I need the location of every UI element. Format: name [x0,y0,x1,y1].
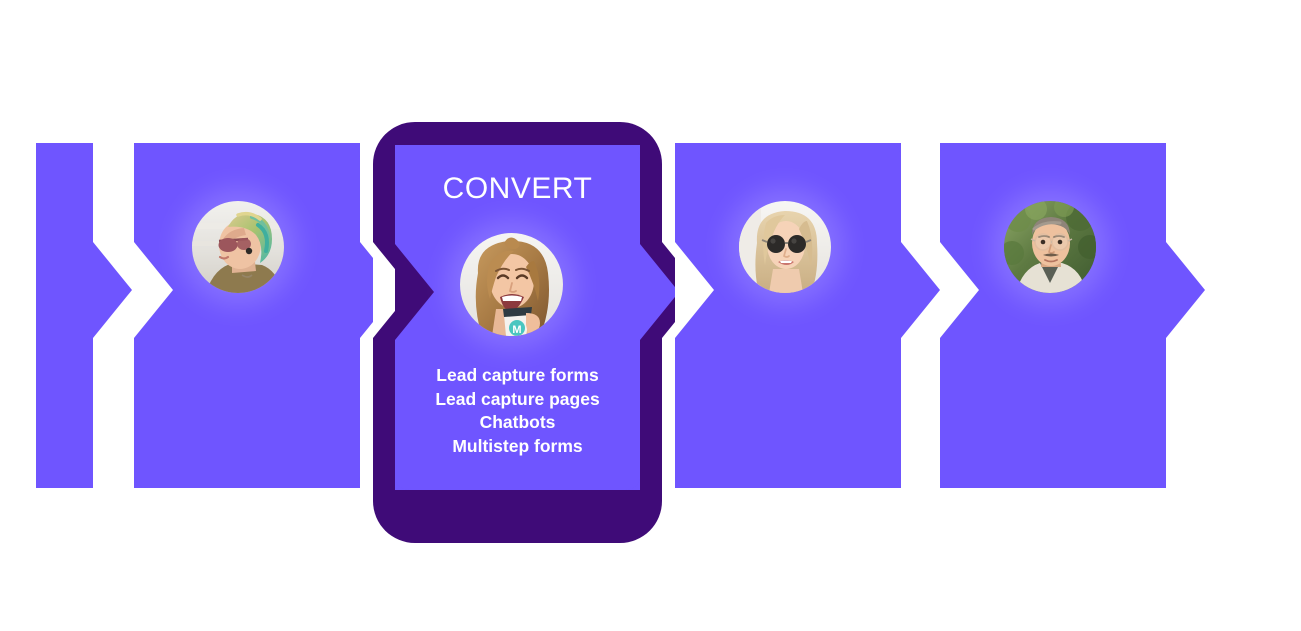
funnel-stage-3-highlight-frame[interactable]: CONVERT [373,122,701,543]
funnel-stage-5[interactable] [940,143,1205,488]
feature-item: Lead capture pages [435,388,600,409]
stage-5-notch-icon [940,242,979,338]
stage-1-arrow-icon [93,242,132,338]
avatar [1004,201,1096,293]
funnel-stage-2[interactable] [134,143,399,488]
stage-2-notch-icon [134,242,173,338]
funnel-stage-4[interactable] [675,143,940,488]
funnel-stage-3[interactable]: CONVERT [395,145,679,490]
stage-4-arrow-icon [901,242,940,338]
funnel-stage-1[interactable] [36,143,132,488]
avatar: M [460,233,563,336]
avatar [192,201,284,293]
feature-item: Multistep forms [452,435,583,456]
stage-3-feature-list: Lead capture forms Lead capture pages Ch… [395,364,640,458]
stage-5-arrow-icon [1166,242,1205,338]
stage-3-title: CONVERT [442,172,593,205]
feature-item: Chatbots [479,412,556,432]
avatar [739,201,831,293]
stage-1-body [36,143,93,488]
svg-text:M: M [512,324,521,336]
stage-3-notch-icon [395,244,434,340]
stage-3-arrow-icon [640,244,679,340]
stage-4-notch-icon [675,242,714,338]
feature-item: Lead capture forms [436,365,599,385]
